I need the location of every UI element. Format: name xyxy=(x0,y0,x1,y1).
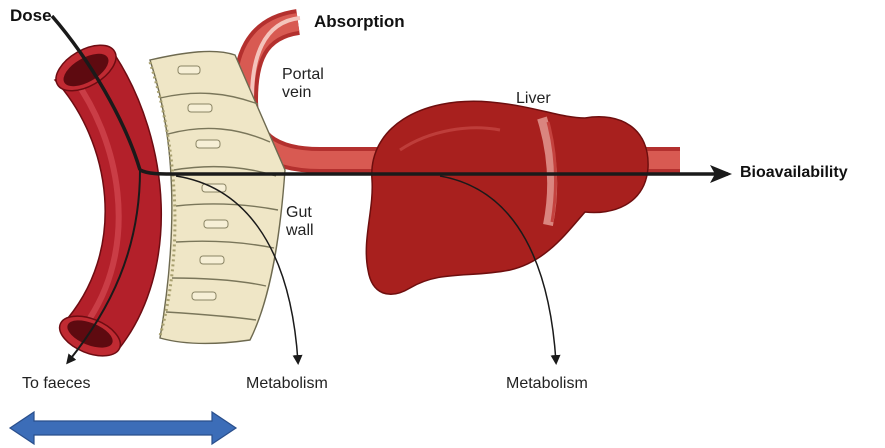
intestine xyxy=(48,36,161,364)
to-faeces-label: To faeces xyxy=(22,375,90,393)
bioavailability-label: Bioavailability xyxy=(740,164,848,182)
gut-wall-label-line-2: wall xyxy=(286,222,314,240)
gut-wall-label: Gut wall xyxy=(286,204,314,241)
absorption-label: Absorption xyxy=(314,12,405,32)
liver xyxy=(366,101,648,294)
portal-vein-label-line-2: vein xyxy=(282,84,324,102)
portal-vein-label: Portal vein xyxy=(282,66,324,103)
liver-label: Liver xyxy=(516,90,551,108)
gut-wall-label-line-1: Gut xyxy=(286,204,314,222)
gut-metabolism-label: Metabolism xyxy=(246,375,328,393)
portal-vein-label-line-1: Portal xyxy=(282,66,324,84)
liver-metabolism-label: Metabolism xyxy=(506,375,588,393)
double-headed-arrow-icon xyxy=(10,412,236,444)
dose-label: Dose xyxy=(10,6,52,26)
gut-wall xyxy=(150,51,285,343)
